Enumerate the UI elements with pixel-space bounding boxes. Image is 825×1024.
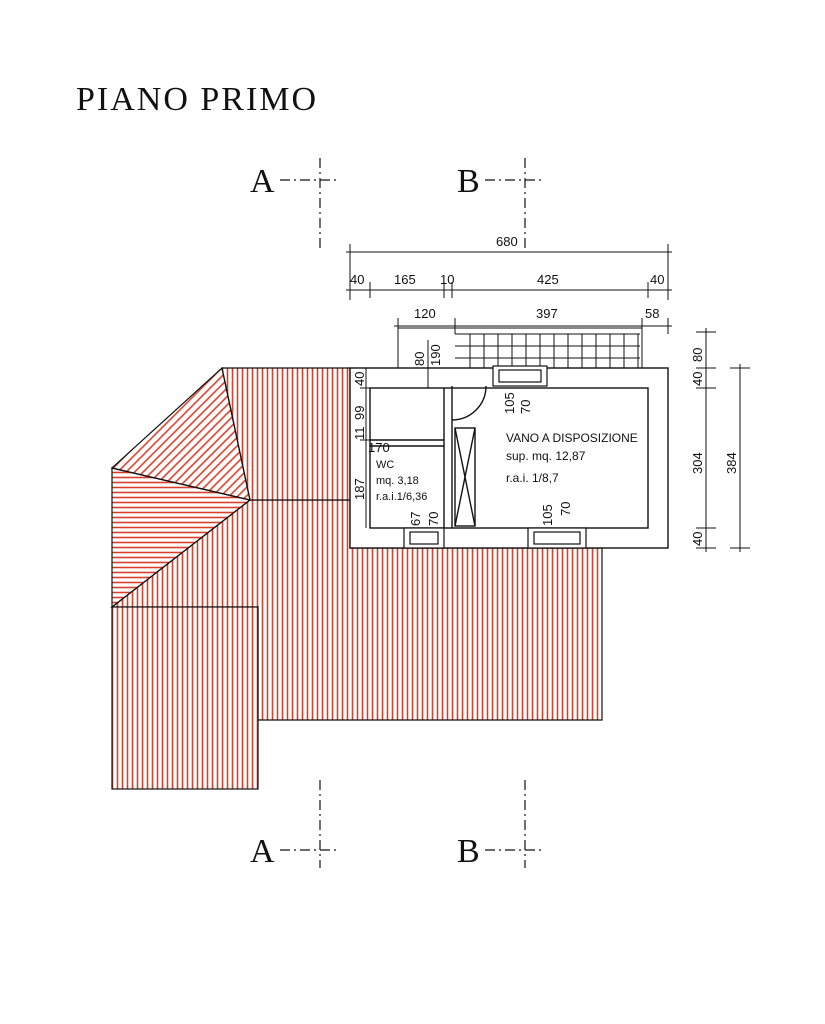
windows xyxy=(403,365,587,549)
dim-11: 11 xyxy=(352,427,367,441)
dim-425: 425 xyxy=(537,272,559,287)
dim-187: 187 xyxy=(352,478,367,500)
section-label-a-bottom: A xyxy=(250,833,275,870)
dim-window-wc-70: 70 xyxy=(426,512,441,526)
dim-40-left: 40 xyxy=(350,272,364,287)
dim-190: 190 xyxy=(428,344,443,366)
dim-40-right: 40 xyxy=(650,272,664,287)
dim-40-wall: 40 xyxy=(352,372,367,386)
dim-99: 99 xyxy=(352,406,367,420)
room-vano-surface: sup. mq. 12,87 xyxy=(506,449,586,463)
dim-58: 58 xyxy=(645,306,659,321)
dim-window-wc-67: 67 xyxy=(408,512,423,526)
section-label-a-top: A xyxy=(250,163,275,200)
room-vano-name: VANO A DISPOSIZIONE xyxy=(506,431,638,445)
dimension-lines xyxy=(346,244,750,552)
dim-window-bottom-105: 105 xyxy=(540,504,555,526)
dim-165: 165 xyxy=(394,272,416,287)
dim-10: 10 xyxy=(440,272,454,287)
dim-397: 397 xyxy=(536,306,558,321)
section-label-b-top: B xyxy=(457,163,480,200)
dim-right-304: 304 xyxy=(690,452,705,474)
dim-window-top-105: 105 xyxy=(502,392,517,414)
room-wc-rai: r.a.i.1/6,36 xyxy=(376,491,427,503)
section-label-b-bottom: B xyxy=(457,833,480,870)
dim-120: 120 xyxy=(414,306,436,321)
dim-80-vertical: 80 xyxy=(412,352,427,366)
room-wc-name: WC xyxy=(376,459,394,471)
dim-170: 170 xyxy=(368,440,390,455)
room-wc-surface: mq. 3,18 xyxy=(376,475,419,487)
dim-right-40-bottom: 40 xyxy=(690,532,705,546)
balcony-railing xyxy=(397,327,643,369)
dim-window-bottom-70: 70 xyxy=(558,502,573,516)
section-lines xyxy=(280,158,541,868)
roof xyxy=(110,366,603,790)
dim-right-40-top: 40 xyxy=(690,372,705,386)
dim-window-top-70: 70 xyxy=(518,400,533,414)
dim-right-80: 80 xyxy=(690,348,705,362)
dim-right-384: 384 xyxy=(724,452,739,474)
room-vano-rai: r.a.i. 1/8,7 xyxy=(506,471,559,485)
building-walls xyxy=(349,367,669,549)
plan-title: PIANO PRIMO xyxy=(76,81,318,118)
dim-total-width: 680 xyxy=(496,234,518,249)
